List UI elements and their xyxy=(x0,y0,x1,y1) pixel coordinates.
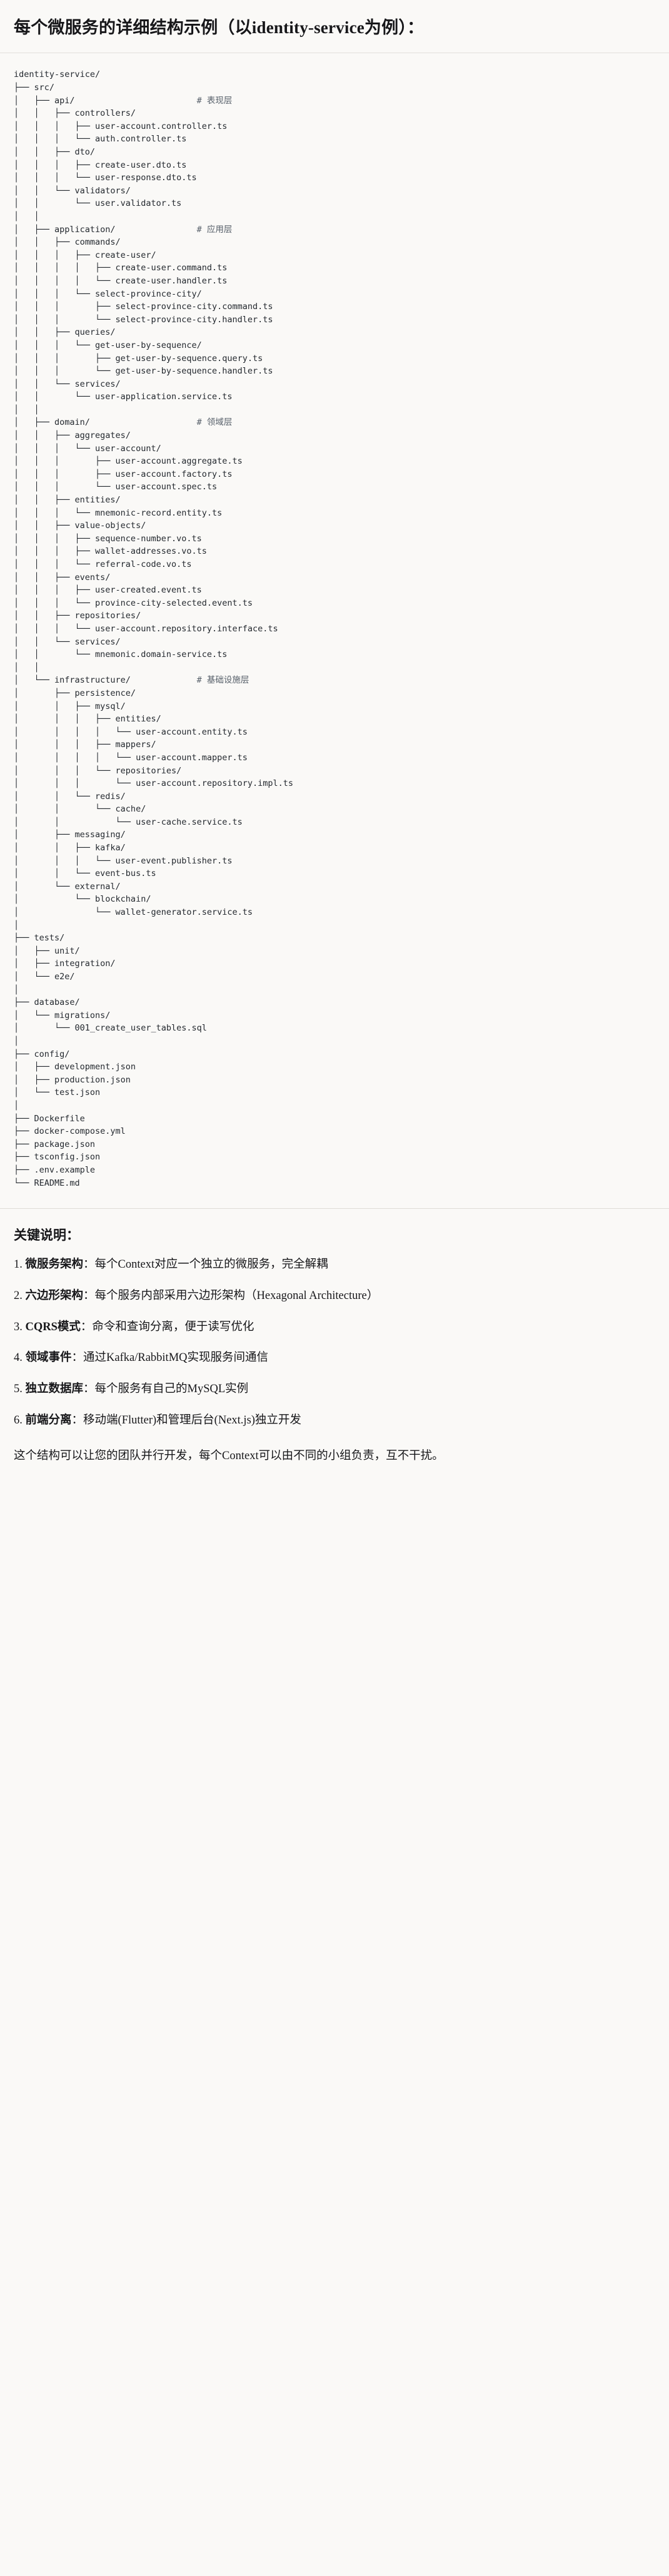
page-title: 每个微服务的详细结构示例（以identity-service为例）： xyxy=(14,18,425,37)
key-point-item: 前端分离：移动端(Flutter)和管理后台(Next.js)独立开发 xyxy=(14,1412,655,1430)
key-points-title: 关键说明： xyxy=(14,1228,79,1243)
key-point-separator: ： xyxy=(83,1383,95,1396)
key-point-term: 六边形架构 xyxy=(25,1289,84,1302)
key-point-item: 微服务架构：每个Context对应一个独立的微服务，完全解耦 xyxy=(14,1256,655,1274)
key-point-separator: ： xyxy=(80,1320,93,1333)
key-point-item: 领域事件：通过Kafka/RabbitMQ实现服务间通信 xyxy=(14,1350,655,1367)
directory-tree-section: identity-service/ ├── src/ │ ├── api/ # … xyxy=(0,53,669,1209)
tree-comment: # 领域层 xyxy=(196,417,233,428)
key-point-term: 微服务架构 xyxy=(25,1258,84,1271)
key-point-item: CQRS模式：命令和查询分离，便于读写优化 xyxy=(14,1319,655,1336)
key-point-term: 前端分离 xyxy=(25,1413,72,1427)
key-point-item: 六边形架构：每个服务内部采用六边形架构（Hexagonal Architectu… xyxy=(14,1288,655,1305)
key-point-item: 独立数据库：每个服务有自己的MySQL实例 xyxy=(14,1381,655,1398)
key-point-separator: ： xyxy=(71,1352,84,1365)
directory-tree[interactable]: identity-service/ ├── src/ │ ├── api/ # … xyxy=(14,69,294,1188)
tree-comment: # 应用层 xyxy=(196,224,233,235)
key-point-separator: ： xyxy=(83,1258,95,1271)
key-point-term: CQRS模式 xyxy=(25,1320,81,1333)
key-point-text: 每个服务有自己的MySQL实例 xyxy=(94,1383,249,1396)
key-point-separator: ： xyxy=(83,1289,95,1302)
tree-comment: # 基础设施层 xyxy=(196,675,249,686)
key-point-separator: ： xyxy=(71,1413,84,1427)
key-points-section: 关键说明： 微服务架构：每个Context对应一个独立的微服务，完全解耦六边形架… xyxy=(0,1209,669,1484)
key-point-term: 独立数据库 xyxy=(25,1383,84,1396)
key-point-text: 每个Context对应一个独立的微服务，完全解耦 xyxy=(94,1258,328,1271)
key-point-term: 领域事件 xyxy=(25,1352,72,1365)
key-point-text: 每个服务内部采用六边形架构（Hexagonal Architecture） xyxy=(94,1289,379,1302)
key-point-text: 移动端(Flutter)和管理后台(Next.js)独立开发 xyxy=(83,1413,301,1427)
heading-section: 每个微服务的详细结构示例（以identity-service为例）： xyxy=(0,0,669,54)
closing-paragraph: 这个结构可以让您的团队并行开发，每个Context可以由不同的小组负责，互不干扰… xyxy=(14,1449,444,1462)
document-page: 每个微服务的详细结构示例（以identity-service为例）： ident… xyxy=(0,0,669,1484)
key-point-text: 通过Kafka/RabbitMQ实现服务间通信 xyxy=(83,1352,269,1365)
key-points-list: 微服务架构：每个Context对应一个独立的微服务，完全解耦六边形架构：每个服务… xyxy=(14,1256,655,1430)
key-point-text: 命令和查询分离，便于读写优化 xyxy=(92,1320,254,1333)
tree-comment: # 表现层 xyxy=(196,95,233,106)
